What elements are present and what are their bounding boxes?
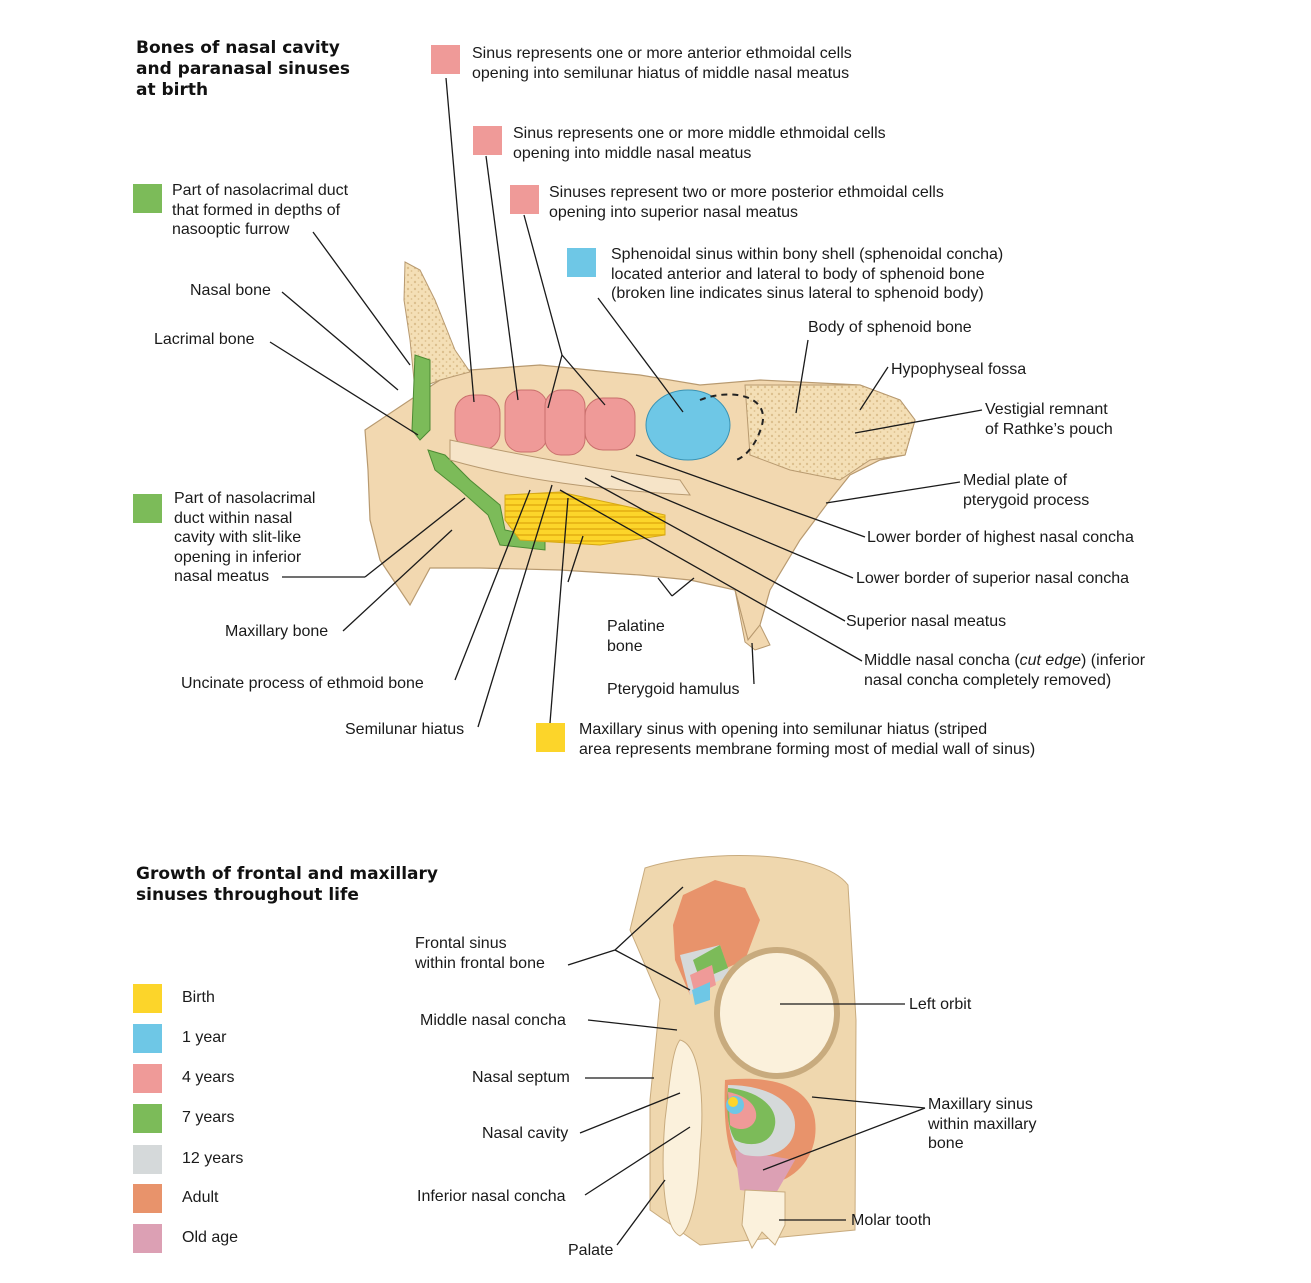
- legend-swatch-middle-ethmoid: [473, 126, 502, 155]
- legend-swatch-1-year: [133, 1024, 162, 1053]
- label-superior-meatus: Superior nasal meatus: [846, 613, 1007, 630]
- legend-swatch-duct-cavity: [133, 494, 162, 523]
- label-palate: Palate: [568, 1242, 614, 1259]
- anterior-ethmoid-cell: [454, 394, 501, 451]
- legend-adult: Adult: [182, 1189, 219, 1206]
- label-palatine-bone: Palatine bone: [607, 618, 665, 655]
- label-middle-nasal-concha: Middle nasal concha: [420, 1012, 566, 1029]
- legend-swatch-anterior-ethmoid: [431, 45, 460, 74]
- left-orbit-shape: [714, 947, 840, 1079]
- legend-sphenoidal: Sphenoidal sinus within bony shell (sphe…: [611, 246, 1004, 302]
- lacrimal-duct-upper: [411, 354, 431, 441]
- top-leader-lines: [269, 77, 983, 728]
- legend-duct-cavity: Part of nasolacrimal duct within nasal c…: [174, 490, 316, 585]
- label-body-sphenoid: Body of sphenoid bone: [808, 319, 972, 336]
- legend-swatch-birth: [133, 984, 162, 1013]
- maxillary-sinus-area: [504, 491, 666, 546]
- label-lacrimal-bone: Lacrimal bone: [154, 331, 255, 348]
- label-nasal-bone: Nasal bone: [190, 282, 271, 299]
- legend-4-years: 4 years: [182, 1069, 235, 1086]
- label-nasal-septum: Nasal septum: [472, 1069, 570, 1086]
- legend-maxillary: Maxillary sinus with opening into semilu…: [579, 721, 1036, 758]
- legend-swatch-sphenoidal: [567, 248, 596, 277]
- coronal-section: [629, 855, 857, 1250]
- frontal-sinus-1y: [692, 982, 710, 1005]
- label-rathke: Vestigial remnant of Rathke’s pouch: [985, 401, 1113, 438]
- label-maxillary-bone: Maxillary bone: [225, 623, 329, 640]
- middle-ethmoid-cell-1: [504, 389, 548, 453]
- legend-swatch-adult: [133, 1184, 162, 1213]
- label-maxillary-sinus: Maxillary sinus within maxillary bone: [928, 1096, 1037, 1152]
- sphenoidal-sinus: [645, 389, 731, 461]
- maxillary-sinus-birth: [728, 1097, 738, 1107]
- label-left-orbit: Left orbit: [909, 996, 972, 1013]
- skull-sagittal-section: [364, 261, 916, 651]
- legend-swatch-old-age: [133, 1224, 162, 1253]
- legend-middle-ethmoid: Sinus represents one or more middle ethm…: [513, 125, 886, 162]
- label-highest-concha: Lower border of highest nasal concha: [867, 529, 1134, 546]
- top-title: Bones of nasal cavity and paranasal sinu…: [136, 38, 350, 100]
- label-inferior-nasal-concha: Inferior nasal concha: [417, 1188, 566, 1205]
- sphenoid-dashed-outline: [699, 393, 765, 461]
- palatine-hamulus: [734, 589, 771, 651]
- label-molar-tooth: Molar tooth: [851, 1212, 932, 1229]
- lacrimal-duct-lower: [427, 449, 546, 551]
- label-hypophyseal-fossa: Hypophyseal fossa: [891, 361, 1027, 378]
- label-medial-plate: Medial plate of pterygoid process: [963, 472, 1090, 509]
- bottom-leader-lines: [567, 886, 926, 1246]
- bottom-title: Growth of frontal and maxillary sinuses …: [136, 864, 438, 905]
- nasal-cavity-shape: [662, 1039, 703, 1237]
- label-semilunar-hiatus: Semilunar hiatus: [345, 721, 465, 738]
- middle-concha-edge: [449, 439, 691, 496]
- sphenoid-body: [744, 384, 916, 481]
- maxillary-sinus-oldage: [735, 1150, 795, 1195]
- legend-12-years: 12 years: [182, 1150, 244, 1167]
- legend-anterior-ethmoid: Sinus represents one or more anterior et…: [472, 45, 852, 82]
- molar-tooth-shape: [741, 1189, 786, 1250]
- legend-swatch-12-years: [133, 1145, 162, 1174]
- label-nasal-cavity: Nasal cavity: [482, 1125, 569, 1142]
- label-superior-concha: Lower border of superior nasal concha: [856, 570, 1130, 587]
- legend-old-age: Old age: [182, 1229, 239, 1246]
- legend-birth: Birth: [182, 989, 215, 1006]
- legend-duct-furrow: Part of nasolacrimal duct that formed in…: [172, 182, 349, 238]
- legend-swatch-maxillary: [536, 723, 565, 752]
- legend-swatch-7-years: [133, 1104, 162, 1133]
- label-uncinate: Uncinate process of ethmoid bone: [181, 675, 424, 692]
- legend-swatch-4-years: [133, 1064, 162, 1093]
- label-pterygoid-hamulus: Pterygoid hamulus: [607, 681, 740, 698]
- legend-1-year: 1 year: [182, 1029, 227, 1046]
- legend-7-years: 7 years: [182, 1109, 235, 1126]
- label-frontal-sinus: Frontal sinus within frontal bone: [415, 935, 545, 972]
- middle-ethmoid-cell-2: [544, 389, 586, 456]
- legend-swatch-posterior-ethmoid: [510, 185, 539, 214]
- label-middle-concha: Middle nasal concha (cut edge) (inferior…: [864, 652, 1146, 689]
- posterior-ethmoid-cell: [584, 397, 636, 451]
- legend-swatch-duct-furrow: [133, 184, 162, 213]
- legend-posterior-ethmoid: Sinuses represent two or more posterior …: [549, 184, 944, 221]
